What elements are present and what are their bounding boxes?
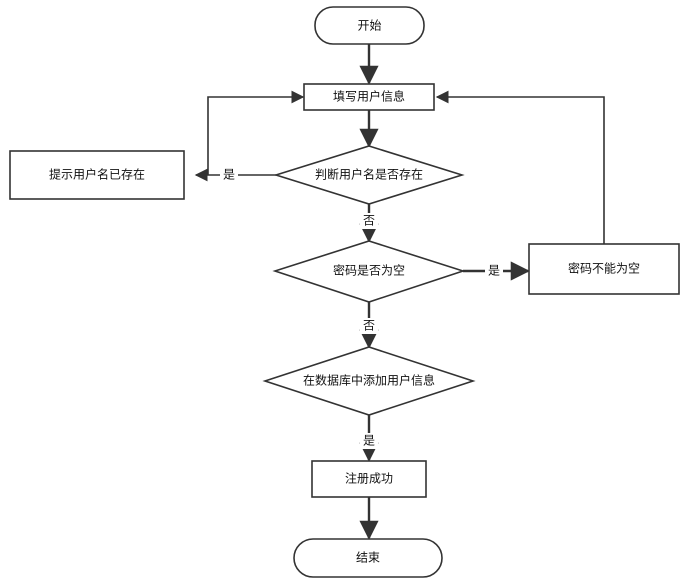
- add-to-db-diamond: [262, 346, 476, 416]
- check-username-diamond: [273, 145, 465, 205]
- node-end: 结束: [293, 538, 443, 578]
- username-no-label-bg: [360, 213, 378, 229]
- check-password-diamond: [272, 240, 466, 303]
- username-exists-box: [9, 150, 185, 200]
- check-password-label: 密码是否为空: [333, 263, 405, 278]
- username-no-label: 否: [363, 214, 375, 228]
- edge-password-empty-back-to-fill: [435, 90, 605, 244]
- add-yes-label: 是: [363, 434, 375, 448]
- node-check-password: 密码是否为空: [272, 240, 466, 303]
- username-yes-label: 是: [223, 168, 235, 182]
- password-yes-label: 是: [488, 264, 500, 278]
- password-yes-label-bg: [485, 263, 503, 279]
- start-label: 开始: [357, 19, 381, 33]
- password-empty-label: 密码不能为空: [568, 261, 640, 276]
- node-add-to-db: 在数据库中添加用户信息: [262, 346, 476, 416]
- node-username-exists: 提示用户名已存在: [9, 150, 185, 200]
- password-no-label: 否: [363, 319, 375, 333]
- edge-username-exists-back-to-fill: [207, 90, 305, 175]
- start-terminal: [314, 6, 425, 45]
- username-yes-label-bg: [220, 166, 238, 182]
- add-to-db-label: 在数据库中添加用户信息: [303, 373, 435, 388]
- end-label: 结束: [356, 551, 380, 565]
- node-password-empty: 密码不能为空: [528, 243, 680, 295]
- fill-info-label: 填写用户信息: [333, 89, 405, 104]
- node-check-username: 判断用户名是否存在: [273, 145, 465, 205]
- node-fill-info: 填写用户信息: [303, 83, 435, 111]
- password-no-label-bg: [360, 318, 378, 334]
- end-terminal: [293, 538, 443, 578]
- register-success-box: [311, 460, 427, 498]
- check-username-label: 判断用户名是否存在: [315, 167, 423, 182]
- node-start: 开始: [314, 6, 425, 45]
- node-register-success: 注册成功: [311, 460, 427, 498]
- username-exists-label: 提示用户名已存在: [49, 167, 145, 182]
- fill-info-box: [303, 83, 435, 111]
- password-empty-box: [528, 243, 680, 295]
- add-yes-label-bg: [360, 433, 378, 449]
- register-success-label: 注册成功: [345, 471, 393, 486]
